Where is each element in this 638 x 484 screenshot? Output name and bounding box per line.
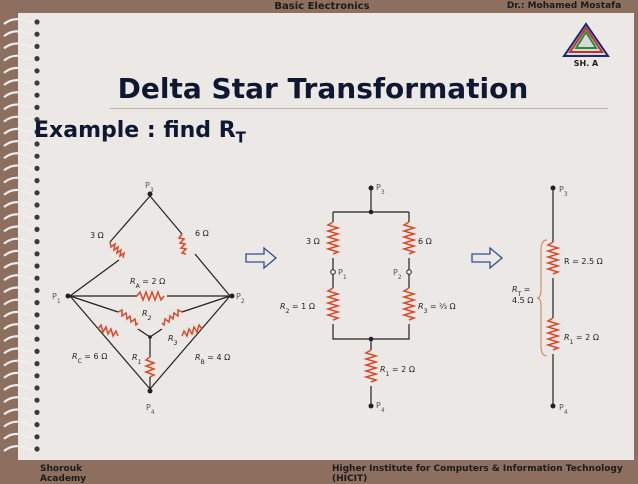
subtitle-subscript: T	[235, 128, 246, 147]
label-rb: RB = 4 Ω	[195, 353, 230, 366]
label-r1-d3: R1 = 2 Ω	[564, 333, 599, 346]
logo-text: SH. A	[574, 59, 599, 68]
node-p1-label: P1	[52, 292, 61, 305]
slide-title: Delta Star Transformation	[117, 72, 529, 105]
node-p4-label-d2: P4	[376, 401, 385, 414]
transform-arrow-2-icon	[471, 246, 504, 270]
resistor-r3	[161, 308, 183, 327]
label-ra: RA = 2 Ω	[130, 277, 165, 290]
resistor-r1-d2	[363, 349, 379, 383]
pyramid-logo-icon: SH. A	[562, 22, 610, 68]
footer-academy: Shorouk Academy	[40, 464, 87, 484]
label-3ohm-d2: 3 Ω	[306, 237, 320, 246]
circuit-diagrams: P3 P1 P2 P4 3 Ω 6 Ω RA = 2 Ω R2 R3 R1 RC…	[52, 181, 603, 416]
resistor-r2-d2	[325, 287, 341, 321]
label-6ohm-d2: 6 Ω	[418, 237, 432, 246]
resistor-r1	[143, 356, 157, 378]
resistor-r3-d2	[401, 287, 417, 321]
resistor-ra	[136, 289, 165, 303]
rt-brace-icon	[536, 239, 548, 357]
label-r2: R2	[142, 309, 152, 322]
label-rt: RT =	[512, 285, 530, 298]
slide-canvas	[18, 13, 634, 460]
label-r2-d2: R2 = 1 Ω	[280, 302, 315, 315]
subtitle-text: Example : find R	[34, 118, 236, 143]
resistor-6ohm-d2	[401, 221, 417, 255]
label-rc: RC = 6 Ω	[72, 352, 107, 365]
label-r1-d2: R1 = 2 Ω	[380, 365, 415, 378]
delta-network-diagram: P3 P1 P2 P4 3 Ω 6 Ω RA = 2 Ω R2 R3 R1 RC…	[52, 181, 245, 416]
label-r1: R1	[132, 353, 141, 366]
label-r3: R3	[168, 334, 178, 347]
resistor-3ohm	[109, 241, 126, 259]
label-r-2p5ohm: R = 2.5 Ω	[564, 257, 603, 266]
node-p2-label: P2	[236, 292, 245, 305]
node-p4-label-d3: P4	[559, 403, 568, 416]
node-p1-label-d2: P1	[338, 268, 347, 281]
resistor-rc	[97, 323, 119, 338]
star-equivalent-diagram: P3 P1 P2 P4 3 Ω 6 Ω R2 = 1 Ω R3 = ²⁄₃ Ω …	[280, 183, 456, 414]
footer-institute: Higher Institute for Computers & Informa…	[332, 464, 623, 484]
author-name: Dr.: Mohamed Mostafa	[506, 1, 622, 11]
label-3ohm: 3 Ω	[90, 231, 104, 240]
label-6ohm: 6 Ω	[195, 229, 209, 238]
resistor-6ohm	[177, 233, 188, 255]
binder-spiral-icon	[3, 17, 40, 452]
node-p3-label-d2: P3	[376, 183, 385, 196]
slide-subtitle: Example : find RT	[34, 118, 294, 154]
transform-arrow-1-icon	[245, 246, 278, 270]
resistor-2p5ohm	[545, 241, 561, 275]
label-rt-value: 4.5 Ω	[512, 296, 533, 305]
node-p3-label-d3: P3	[559, 185, 568, 198]
resistor-rb	[181, 323, 203, 338]
course-name: Basic Electronics	[274, 1, 370, 12]
label-r3-d2: R3 = ²⁄₃ Ω	[418, 302, 456, 315]
resistor-r1-d3	[545, 317, 561, 351]
node-p4-label: P4	[146, 403, 155, 416]
title-divider	[110, 108, 608, 109]
node-p3-label: P3	[145, 181, 154, 194]
node-p2-label-d2: P2	[393, 268, 402, 281]
series-equivalent-diagram: P3 P4 R = 2.5 Ω R1 = 2 Ω RT = 4.5 Ω	[512, 185, 603, 416]
resistor-3ohm-d2	[325, 221, 341, 255]
resistor-r2	[117, 308, 139, 327]
